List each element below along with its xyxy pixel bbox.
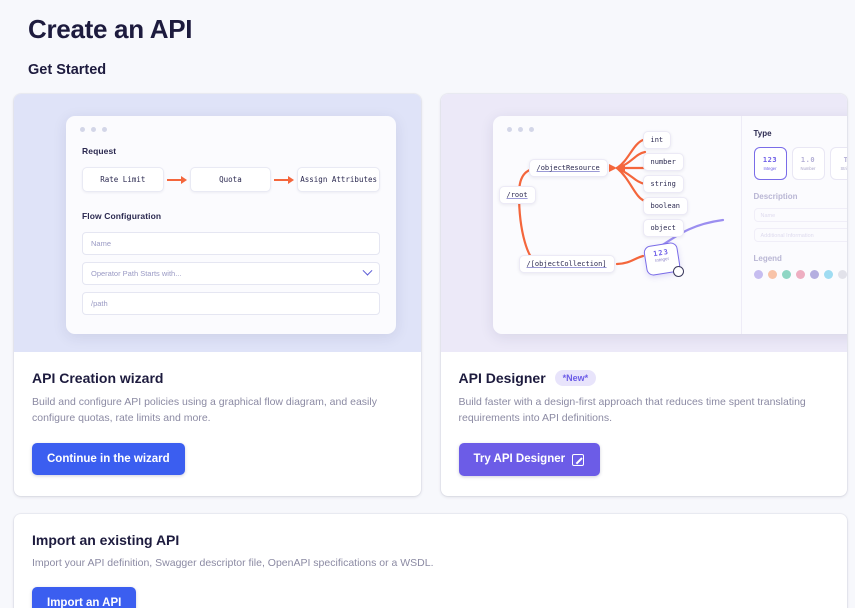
- window-dot-icon: [528, 127, 534, 132]
- name-field: Name: [82, 232, 380, 255]
- operator-select-value: Operator Path Starts with...: [91, 269, 182, 278]
- try-api-designer-label: Try API Designer: [473, 453, 566, 466]
- description-info-field: Additional Information: [753, 228, 847, 242]
- name-field-placeholder: Name: [91, 239, 112, 248]
- flow-node-rate-limit: Rate Limit: [82, 167, 164, 192]
- import-an-api-button[interactable]: Import an API: [32, 586, 137, 608]
- designer-card-description: Build faster with a design-first approac…: [458, 396, 806, 425]
- path-field: /path: [82, 292, 380, 315]
- type-option-integer-label: Integer: [763, 166, 777, 171]
- legend-dots: [753, 270, 848, 279]
- operator-select: Operator Path Starts with...: [82, 262, 380, 285]
- arrow-right-icon: [271, 175, 297, 185]
- window-dot-icon: [80, 127, 85, 132]
- description-name-field: Name: [753, 208, 847, 222]
- api-structure-diagram: /root /objectResource /[objectCollection…: [493, 116, 741, 334]
- legend-dot-icon: [809, 270, 819, 279]
- diagram-type-boolean: boolean: [642, 197, 689, 215]
- designer-properties-panel: Type 123 Integer 1.0 Number T: [740, 116, 848, 334]
- section-title: Get Started: [28, 62, 107, 78]
- page-title: Create an API: [28, 14, 193, 44]
- new-badge: *New*: [554, 370, 597, 386]
- window-dot-icon: [91, 127, 96, 132]
- type-option-string-label: String: [840, 166, 847, 171]
- cards-row: Request Rate Limit Quota Assign Attribut…: [14, 94, 847, 496]
- diagram-type-int: int: [642, 131, 672, 149]
- type-option-number-glyph: 1.0: [800, 156, 816, 164]
- diagram-type-string: string: [642, 175, 684, 193]
- api-creation-wizard-card[interactable]: Request Rate Limit Quota Assign Attribut…: [14, 94, 421, 496]
- description-label: Description: [753, 192, 798, 201]
- window-dot-icon: [102, 127, 107, 132]
- continue-in-wizard-label: Continue in the wizard: [47, 452, 170, 465]
- import-existing-api-card[interactable]: Import an existing API Import your API d…: [14, 513, 847, 608]
- external-link-icon: [572, 453, 585, 466]
- wizard-card-title: API Creation wizard: [32, 370, 164, 386]
- diagram-type-object: object: [642, 219, 684, 237]
- cursor-icon: [672, 266, 684, 277]
- diagram-type-number: number: [642, 153, 684, 171]
- flow-node-assign-attributes: Assign Attributes: [297, 167, 381, 192]
- designer-card-title: API Designer: [458, 370, 546, 386]
- wizard-mock-window: Request Rate Limit Quota Assign Attribut…: [66, 116, 396, 334]
- legend-dot-icon: [767, 270, 777, 279]
- type-options: 123 Integer 1.0 Number T String: [753, 147, 847, 180]
- type-label: Type: [753, 129, 772, 138]
- chevron-down-icon: [362, 265, 373, 276]
- type-option-string-glyph: T: [843, 156, 847, 164]
- try-api-designer-button[interactable]: Try API Designer: [458, 442, 601, 476]
- window-dots: [66, 116, 396, 132]
- type-option-number[interactable]: 1.0 Number: [791, 147, 825, 180]
- legend-dot-icon: [795, 270, 805, 279]
- api-designer-card[interactable]: /root /objectResource /[objectCollection…: [440, 94, 848, 496]
- legend-dot-icon: [753, 270, 763, 279]
- legend-label: Legend: [753, 254, 782, 263]
- import-an-api-label: Import an API: [47, 596, 122, 608]
- type-option-integer-glyph: 123: [762, 156, 778, 164]
- window-dot-icon: [506, 127, 512, 132]
- diagram-connectors: [517, 138, 724, 266]
- wizard-card-description: Build and configure API policies using a…: [32, 396, 377, 425]
- continue-in-wizard-button[interactable]: Continue in the wizard: [32, 442, 185, 475]
- window-dots: [493, 116, 741, 132]
- designer-illustration: /root /objectResource /[objectCollection…: [440, 94, 848, 352]
- type-option-string[interactable]: T String: [829, 147, 847, 180]
- legend-dot-icon: [837, 270, 847, 279]
- flow-configuration-label: Flow Configuration: [82, 211, 162, 221]
- path-field-placeholder: /path: [91, 299, 108, 308]
- window-dot-icon: [517, 127, 523, 132]
- request-label: Request: [82, 146, 117, 156]
- flow-node-quota: Quota: [189, 167, 272, 192]
- wizard-illustration: Request Rate Limit Quota Assign Attribut…: [14, 94, 421, 352]
- diagram-node-object-resource: /objectResource: [528, 159, 608, 177]
- legend-dot-icon: [823, 270, 833, 279]
- designer-mock-window: /root /objectResource /[objectCollection…: [492, 116, 848, 334]
- type-option-integer[interactable]: 123 Integer: [753, 147, 787, 180]
- type-option-number-label: Number: [800, 166, 816, 171]
- diagram-node-object-collection: /[objectCollection]: [518, 255, 615, 273]
- policy-flow: Rate Limit Quota Assign Attributes: [82, 167, 381, 192]
- import-card-title: Import an existing API: [32, 531, 180, 548]
- arrow-right-icon: [164, 175, 190, 185]
- diagram-node-root: /root: [498, 186, 536, 204]
- legend-dot-icon: [781, 270, 791, 279]
- import-card-description: Import your API definition, Swagger desc…: [32, 556, 434, 569]
